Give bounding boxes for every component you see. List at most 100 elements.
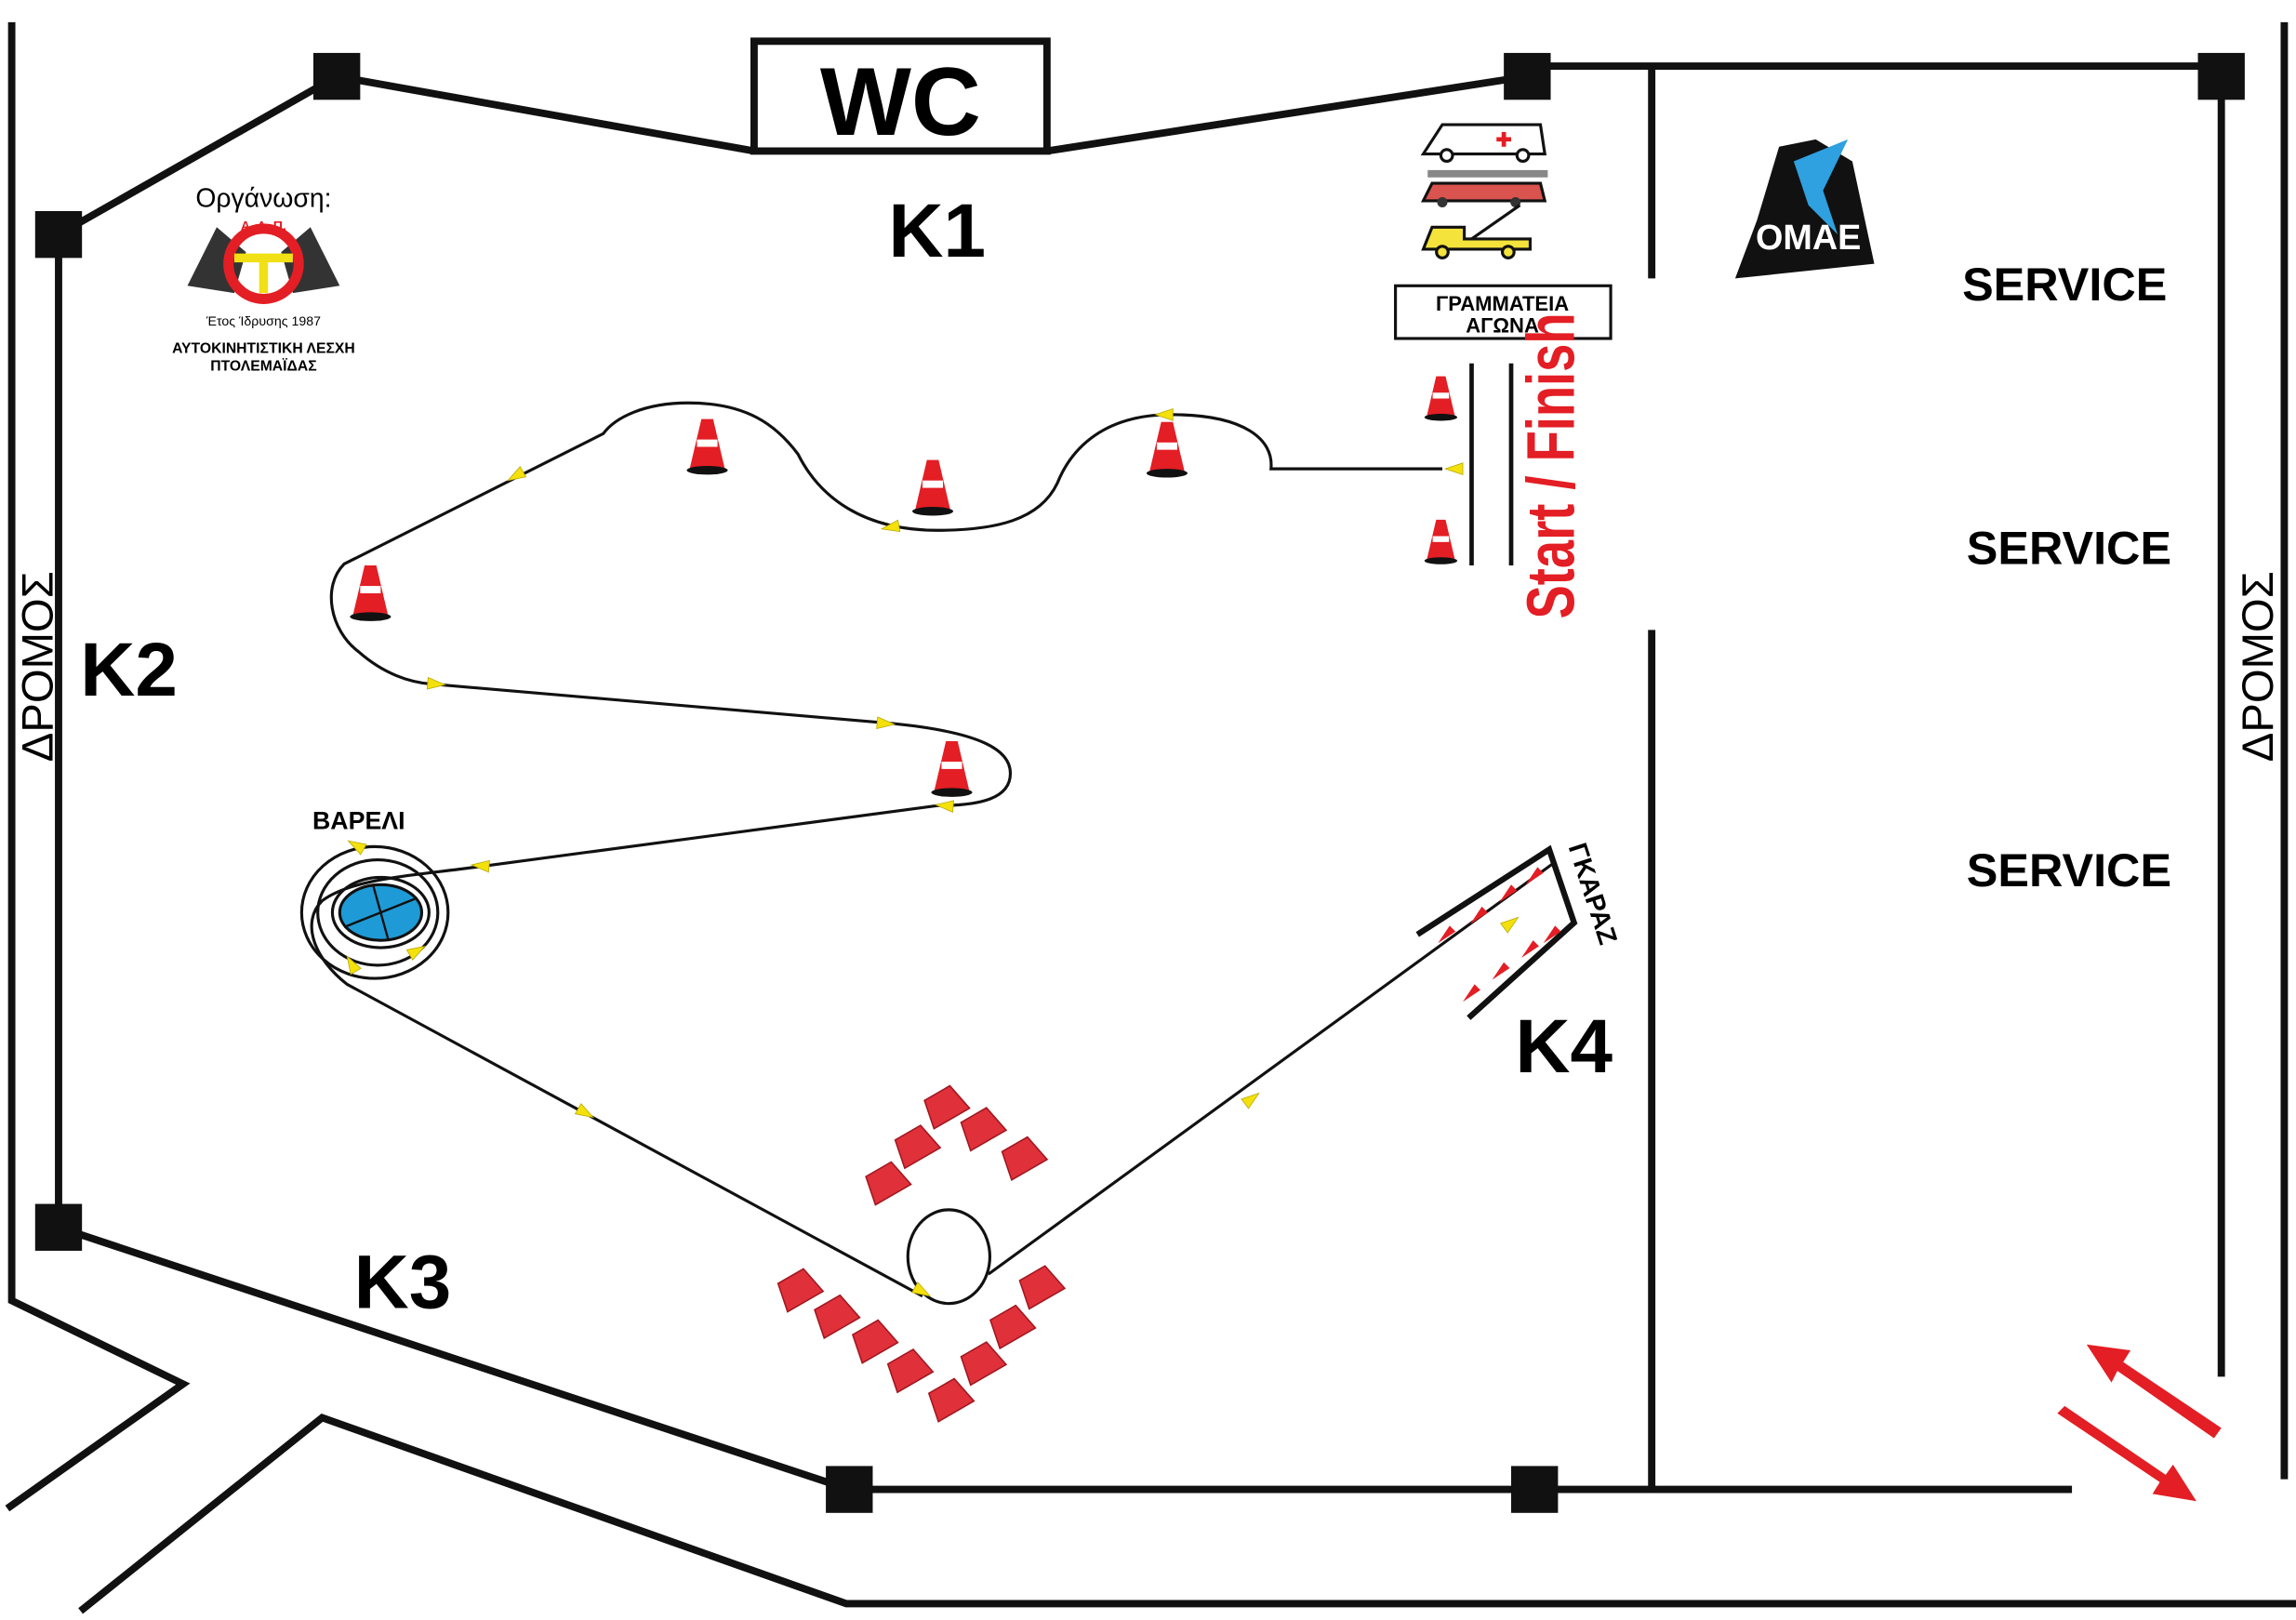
barrier-body: [960, 1107, 1008, 1152]
omae-logo-text: ΟΜΑΕ: [1756, 219, 1861, 258]
cone-icon: [1424, 519, 1458, 564]
barrier-body: [776, 1268, 825, 1313]
direction-arrow-icon: [1154, 408, 1174, 421]
fence-posts: [34, 52, 2245, 1513]
cones: [350, 376, 1561, 1003]
garage-label: ΓΚΑΡΑΖ: [1562, 840, 1623, 949]
cone-stripe: [1432, 536, 1450, 542]
cone-base: [1424, 557, 1458, 564]
direction-arrow-icon: [346, 955, 362, 976]
barrier-body: [886, 1348, 935, 1394]
barrel-label: ΒΑΡΕΛΙ: [312, 806, 405, 834]
logo-initials: Α. Λ. Π.: [241, 219, 286, 233]
direction-arrow-icon: [347, 840, 367, 856]
fence: [55, 62, 2225, 1494]
barrier-body: [927, 1377, 975, 1423]
club-name-line2: ΠΤΟΛΕΜΑΪΔΑΣ: [210, 358, 316, 375]
fire-truck-icon: [1420, 169, 1548, 208]
barrier-body: [960, 1341, 1008, 1387]
barrier-body: [1018, 1265, 1067, 1310]
cone-base: [911, 507, 954, 516]
service-label-3: SERVICE: [1967, 843, 2171, 896]
cone-icon: [1146, 421, 1188, 478]
cone-base: [350, 612, 392, 621]
barriers: [776, 1084, 1067, 1423]
direction-arrow-icon: [507, 466, 527, 482]
direction-arrow-icon: [1500, 916, 1520, 934]
small-cone-icon: [1543, 925, 1561, 944]
race-office-sign: ΓΡΑΜΜΑΤΕΙΑ ΑΓΩΝΑ: [1394, 284, 1613, 340]
small-cone-icon: [1521, 940, 1539, 959]
small-cone-icon: [1438, 925, 1456, 944]
zone-k4-label: K4: [1515, 1004, 1613, 1089]
track-path: [310, 401, 1554, 1306]
cone-icon: [350, 565, 392, 621]
small-cone-icon: [1499, 884, 1518, 903]
barrier-body: [894, 1124, 942, 1170]
barrier-icon: [852, 1319, 899, 1364]
barrier-body: [814, 1294, 861, 1340]
start-finish-label: Start / Finish: [1513, 312, 1588, 618]
direction-arrow-icon: [880, 519, 901, 533]
cone-stripe: [922, 480, 944, 488]
ambulance-icon: [1420, 123, 1547, 164]
cone-stripe: [360, 586, 381, 593]
zone-k3-label: K3: [354, 1240, 452, 1324]
direction-arrow-icon: [876, 716, 896, 730]
cone-base: [931, 788, 973, 797]
exit-arrows-icon: [2057, 1344, 2222, 1502]
wc-label: WC: [820, 48, 981, 156]
cone-base: [686, 465, 728, 475]
road-right-label: ΔΡΟΜΟΣ: [2234, 571, 2283, 762]
zone-k2-label: K2: [80, 628, 178, 712]
barrier-icon: [989, 1304, 1037, 1350]
cone-stripe: [1432, 392, 1450, 399]
barrier-body: [923, 1084, 971, 1130]
barrier-icon: [927, 1377, 975, 1423]
cone-icon: [931, 740, 973, 797]
cone-icon: [686, 418, 728, 475]
cone-icon: [1424, 376, 1458, 421]
service-label-1: SERVICE: [1962, 258, 2167, 311]
barrier-body: [989, 1304, 1037, 1350]
small-cone-icon: [1492, 962, 1510, 980]
barrier-icon: [960, 1341, 1008, 1387]
cone-base: [1146, 469, 1188, 478]
barrier-icon: [776, 1268, 825, 1313]
organizer-heading: Οργάνωση:: [195, 183, 331, 213]
road-left-label: ΔΡΟΜΟΣ: [14, 571, 63, 762]
barrier-icon: [1001, 1135, 1049, 1182]
barrier-body: [1001, 1135, 1049, 1182]
barrier-body: [852, 1319, 899, 1364]
barrier-icon: [865, 1161, 912, 1206]
omae-logo: ΟΜΑΕ: [1734, 139, 1875, 279]
direction-arrow-icon: [1443, 462, 1464, 475]
barrier-icon: [894, 1124, 942, 1170]
direction-arrow-icon: [426, 676, 446, 690]
barrier-icon: [1018, 1265, 1067, 1310]
founded-text: Έτος Ίδρυσης 1987: [206, 314, 321, 329]
tow-truck-icon: [1421, 204, 1533, 259]
race-office-line1: ΓΡΑΜΜΑΤΕΙΑ: [1436, 292, 1569, 315]
cone-stripe: [941, 762, 962, 769]
cone-base: [1424, 413, 1458, 421]
cone-stripe: [1156, 442, 1177, 450]
direction-arrow-icon: [911, 1281, 932, 1297]
direction-arrow-icon: [934, 800, 955, 813]
barrier-icon: [923, 1084, 971, 1130]
direction-arrow-icon: [470, 859, 490, 873]
direction-arrow-icon: [1241, 1092, 1260, 1109]
cone-icon: [911, 459, 954, 516]
barrier-icon: [960, 1107, 1008, 1152]
barrel-obstacle: ΒΑΡΕΛΙ: [299, 806, 450, 980]
service-label-2: SERVICE: [1967, 521, 2171, 574]
small-cone-icon: [1525, 867, 1544, 885]
start-finish-line: [1469, 363, 1514, 566]
barrier-icon: [814, 1294, 861, 1340]
direction-arrows: [346, 408, 1520, 1297]
barrier-body: [865, 1161, 912, 1206]
club-name-line1: ΑΥΤΟΚΙΝΗΤΙΣΤΙΚΗ ΛΕΣΧΗ: [172, 341, 355, 357]
small-cone-icon: [1463, 984, 1480, 1003]
zone-k1-label: K1: [888, 189, 986, 273]
